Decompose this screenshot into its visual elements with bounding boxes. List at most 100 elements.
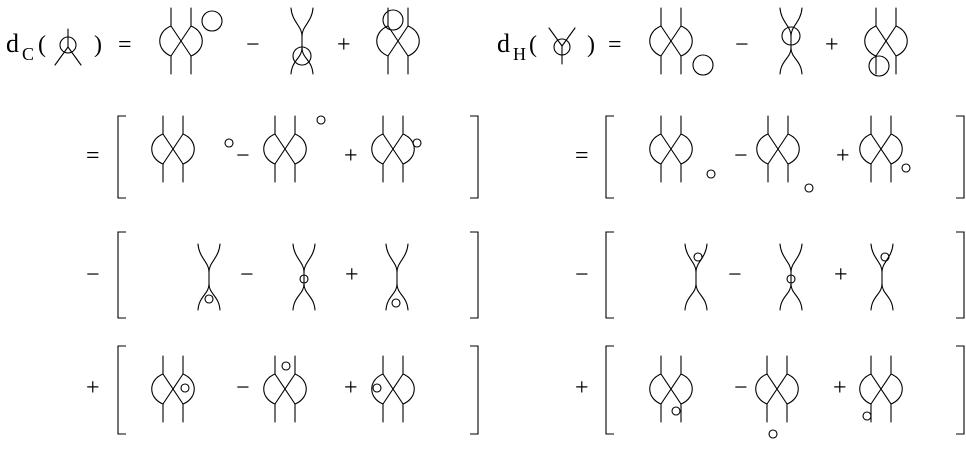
strand [779, 283, 792, 311]
minus-sign: − [575, 262, 589, 288]
lobe [756, 133, 769, 165]
minus-sign: − [246, 32, 260, 58]
equals-sign: = [608, 32, 622, 58]
circle-marker [391, 298, 401, 308]
left-bracket [117, 231, 126, 319]
crossing [382, 133, 404, 165]
circle-marker [692, 54, 714, 76]
right-paren: ) [94, 32, 102, 58]
strand [303, 283, 316, 311]
circle-marker [299, 274, 309, 284]
right-bracket [956, 231, 965, 319]
right-bracket [956, 345, 965, 435]
plus-sign: + [86, 375, 100, 401]
circle-marker [786, 274, 796, 284]
cross-diagram [649, 115, 716, 183]
lobe [371, 133, 384, 165]
circle-marker [292, 46, 312, 66]
lobe [159, 25, 172, 57]
circle-marker [901, 163, 911, 173]
circle-marker [204, 294, 214, 304]
plus-sign: + [575, 375, 589, 401]
minus-sign: − [236, 143, 250, 169]
operator-d: d [497, 29, 510, 58]
strand [790, 7, 803, 37]
left-bracket [117, 115, 126, 199]
circle-marker [281, 361, 291, 371]
right-bracket [470, 345, 479, 435]
circle-marker [868, 55, 890, 77]
crossing [387, 25, 409, 57]
crossing [660, 133, 682, 165]
lobe [407, 25, 420, 57]
lobe [376, 25, 389, 57]
cross-diagram [864, 7, 908, 77]
crossing [170, 25, 192, 57]
lobe [151, 373, 164, 405]
strand [695, 283, 708, 311]
cross-diagram [159, 7, 223, 75]
crossing [162, 133, 184, 165]
lobe [151, 133, 164, 165]
strand [779, 243, 792, 273]
h-diagram [197, 243, 221, 311]
strand [301, 47, 314, 75]
crossing [660, 373, 682, 405]
circle-marker [862, 411, 872, 421]
strand [54, 46, 69, 66]
lobe [895, 25, 908, 57]
left-paren: ( [38, 32, 46, 58]
plus-sign: + [344, 375, 358, 401]
plus-sign: + [834, 262, 848, 288]
cross-diagram [859, 355, 903, 423]
lobe [402, 133, 415, 165]
crossing [162, 373, 184, 405]
lobe [371, 373, 384, 405]
strand [197, 243, 210, 273]
plus-sign: + [344, 143, 358, 169]
circle-marker [180, 383, 190, 393]
circle-marker [224, 138, 234, 148]
lobe [859, 373, 872, 405]
left-paren: ( [529, 32, 537, 58]
lobe [864, 25, 877, 57]
operator-d: d [6, 29, 19, 58]
lobe [294, 133, 307, 165]
circle-marker [768, 429, 778, 439]
crossing [274, 373, 296, 405]
strand [290, 47, 303, 75]
strand [67, 46, 82, 66]
minus-sign: − [240, 262, 254, 288]
strand [303, 243, 316, 273]
lobe [649, 373, 662, 405]
plus-sign: + [345, 262, 359, 288]
circle-marker [382, 9, 404, 31]
lobe [294, 373, 307, 405]
cross-diagram [649, 355, 693, 423]
lobe [859, 133, 872, 165]
circle-marker [706, 169, 716, 179]
strand [779, 7, 792, 37]
strand [790, 243, 803, 273]
equals-sign: = [575, 143, 589, 169]
strand [548, 27, 563, 47]
h-diagram [292, 243, 316, 311]
h-diagram [779, 243, 803, 311]
lobe [649, 133, 662, 165]
left-bracket [117, 345, 126, 435]
crossing [382, 373, 404, 405]
lobe [680, 25, 693, 57]
left-bracket [605, 345, 614, 435]
crossing [766, 373, 788, 405]
crossing [870, 133, 892, 165]
crossing [660, 25, 682, 57]
crossing [274, 133, 296, 165]
h-diagram [290, 7, 314, 75]
lobe [786, 373, 799, 405]
minus-sign: − [735, 32, 749, 58]
strand [881, 283, 894, 311]
strand [396, 243, 409, 273]
right-bracket [470, 231, 479, 319]
lobe [263, 133, 276, 165]
lobe [182, 133, 195, 165]
